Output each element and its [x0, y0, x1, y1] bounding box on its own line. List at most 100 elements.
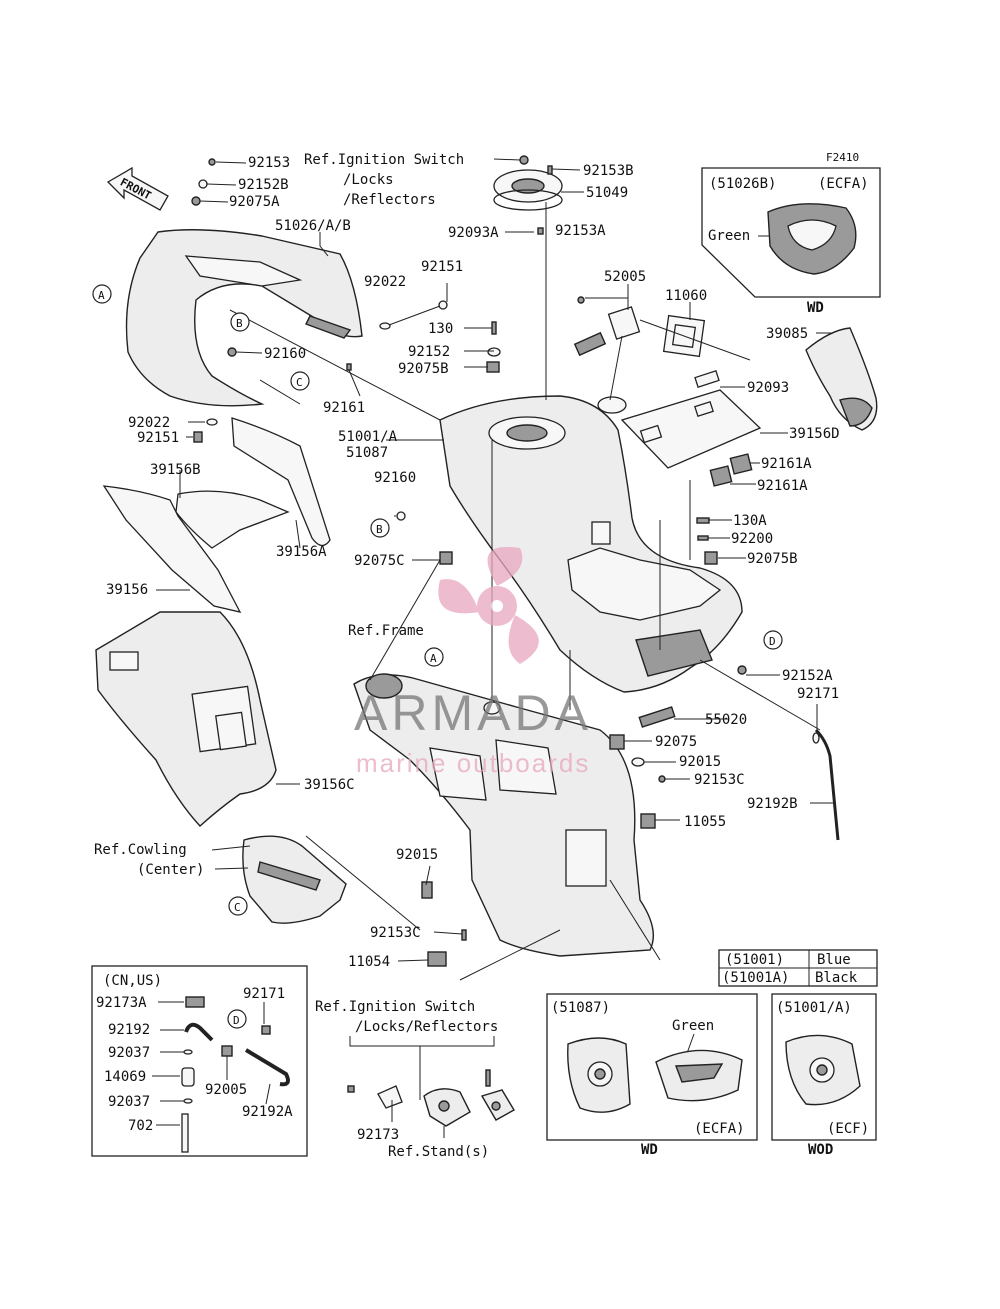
svg-text:92171: 92171 — [243, 986, 285, 1002]
label-ref-ign-top-1: Ref.Ignition Switch — [304, 152, 464, 168]
label-92161: 92161 — [323, 400, 365, 416]
callout-b-upper: B — [230, 312, 250, 332]
svg-text:92005: 92005 — [205, 1082, 247, 1098]
cowling-center — [242, 835, 347, 924]
inset-51087-market: (ECFA) — [694, 1121, 745, 1137]
label-92160-left: 92160 — [264, 346, 306, 362]
label-55020: 55020 — [705, 712, 747, 728]
label-92075B: 92075B — [398, 361, 449, 377]
svg-text:C: C — [296, 376, 303, 389]
svg-text:92192A: 92192A — [242, 1104, 293, 1120]
label-92160: 92160 — [374, 470, 416, 486]
label-ref-ign-bottom-2: /Locks/Reflectors — [355, 1019, 498, 1035]
callout-a-left: A — [92, 284, 112, 304]
label-ref-ign-top-2: /Locks — [343, 172, 394, 188]
leader-lines — [156, 158, 836, 1138]
inset-wd-top-color: Green — [708, 228, 750, 244]
label-11060: 11060 — [665, 288, 707, 304]
label-130: 130 — [428, 321, 453, 337]
frame — [353, 673, 654, 957]
label-11055: 11055 — [684, 814, 726, 830]
dampers-92161A — [709, 453, 753, 487]
label-51026: 51026/A/B — [275, 218, 351, 234]
svg-text:92037: 92037 — [108, 1045, 150, 1061]
inset-51087-footer: WD — [641, 1142, 658, 1158]
color-row-1-color: Blue — [817, 952, 851, 968]
front-arrow-icon: FRONT — [106, 166, 169, 211]
label-11054: 11054 — [348, 954, 390, 970]
label-92161A-1: 92161A — [761, 456, 812, 472]
callout-c-lower: C — [228, 896, 248, 916]
trim-39156D — [620, 370, 762, 469]
fuel-tank — [439, 395, 743, 693]
label-92015-right: 92015 — [679, 754, 721, 770]
inset-51001-footer: WOD — [808, 1142, 833, 1158]
label-92153A: 92153A — [555, 223, 606, 239]
inset-cn-us-title: (CN,US) — [103, 973, 162, 989]
label-92093: 92093 — [747, 380, 789, 396]
label-39156D: 39156D — [789, 426, 840, 442]
label-39156B: 39156B — [150, 462, 201, 478]
svg-text:C: C — [234, 901, 241, 914]
label-92153C-right: 92153C — [694, 772, 745, 788]
figure-code: F2410 — [826, 151, 859, 164]
pad-39085 — [805, 327, 878, 431]
label-92075: 92075 — [655, 734, 697, 750]
label-39156C: 39156C — [304, 777, 355, 793]
label-92075A: 92075A — [229, 194, 280, 210]
svg-text:14069: 14069 — [104, 1069, 146, 1085]
label-92171: 92171 — [797, 686, 839, 702]
label-92200: 92200 — [731, 531, 773, 547]
label-92151-left: 92151 — [137, 430, 179, 446]
label-ref-frame: Ref.Frame — [348, 623, 424, 639]
label-92153C: 92153C — [370, 925, 421, 941]
trim-39156A — [175, 490, 290, 549]
label-92022-left: 92022 — [128, 415, 170, 431]
inset-51001-part: (51001/A) — [776, 1000, 852, 1016]
color-row-1-part: (51001) — [725, 952, 784, 968]
watermark-logo: ARMADA marine outboards — [354, 546, 592, 778]
label-92093A: 92093A — [448, 225, 499, 241]
label-ref-ign-top-3: /Reflectors — [343, 192, 436, 208]
svg-text:D: D — [769, 635, 776, 648]
label-92022-top: 92022 — [364, 274, 406, 290]
label-92153B: 92153B — [583, 163, 634, 179]
callout-b-lower: B — [370, 518, 390, 538]
svg-text:92173A: 92173A — [96, 995, 147, 1011]
callout-d-right: D — [763, 630, 783, 650]
label-92161A-2: 92161A — [757, 478, 808, 494]
label-92192B: 92192B — [747, 796, 798, 812]
label-ref-cowling-1: Ref.Cowling — [94, 842, 187, 858]
part-labels: 92153 92152B 92075A 51026/A/B Ref.Igniti… — [94, 152, 840, 1160]
label-52005: 52005 — [604, 269, 646, 285]
svg-text:D: D — [233, 1014, 240, 1027]
inset-wd-top-footer: WD — [807, 300, 824, 316]
label-92151-top: 92151 — [421, 259, 463, 275]
callout-c-upper: C — [290, 371, 310, 391]
trim-39156B — [231, 417, 331, 547]
svg-text:B: B — [236, 317, 243, 330]
label-92015: 92015 — [396, 847, 438, 863]
label-130A: 130A — [733, 513, 767, 529]
label-39156: 39156 — [106, 582, 148, 598]
fuel-cap-51049 — [493, 169, 563, 211]
label-92152: 92152 — [408, 344, 450, 360]
label-39156A: 39156A — [276, 544, 327, 560]
inner-cover-39156C — [95, 611, 277, 827]
small-hardware — [191, 155, 840, 967]
inset-51087-color: Green — [672, 1018, 714, 1034]
label-92173: 92173 — [357, 1127, 399, 1143]
label-92152A: 92152A — [782, 668, 833, 684]
watermark-brand: ARMADA — [354, 685, 592, 741]
color-row-2-color: Black — [815, 970, 858, 986]
label-ref-stand: Ref.Stand(s) — [388, 1144, 489, 1160]
svg-text:B: B — [376, 523, 383, 536]
svg-text:A: A — [430, 652, 437, 665]
label-51087: 51087 — [346, 445, 388, 461]
svg-text:A: A — [98, 289, 105, 302]
label-51049: 51049 — [586, 185, 628, 201]
inset-wd-top: (51026B) (ECFA) Green WD — [701, 167, 881, 316]
ignition-lock-parts — [347, 1069, 515, 1127]
inset-51001: (51001/A) (ECF) WOD — [771, 993, 877, 1158]
